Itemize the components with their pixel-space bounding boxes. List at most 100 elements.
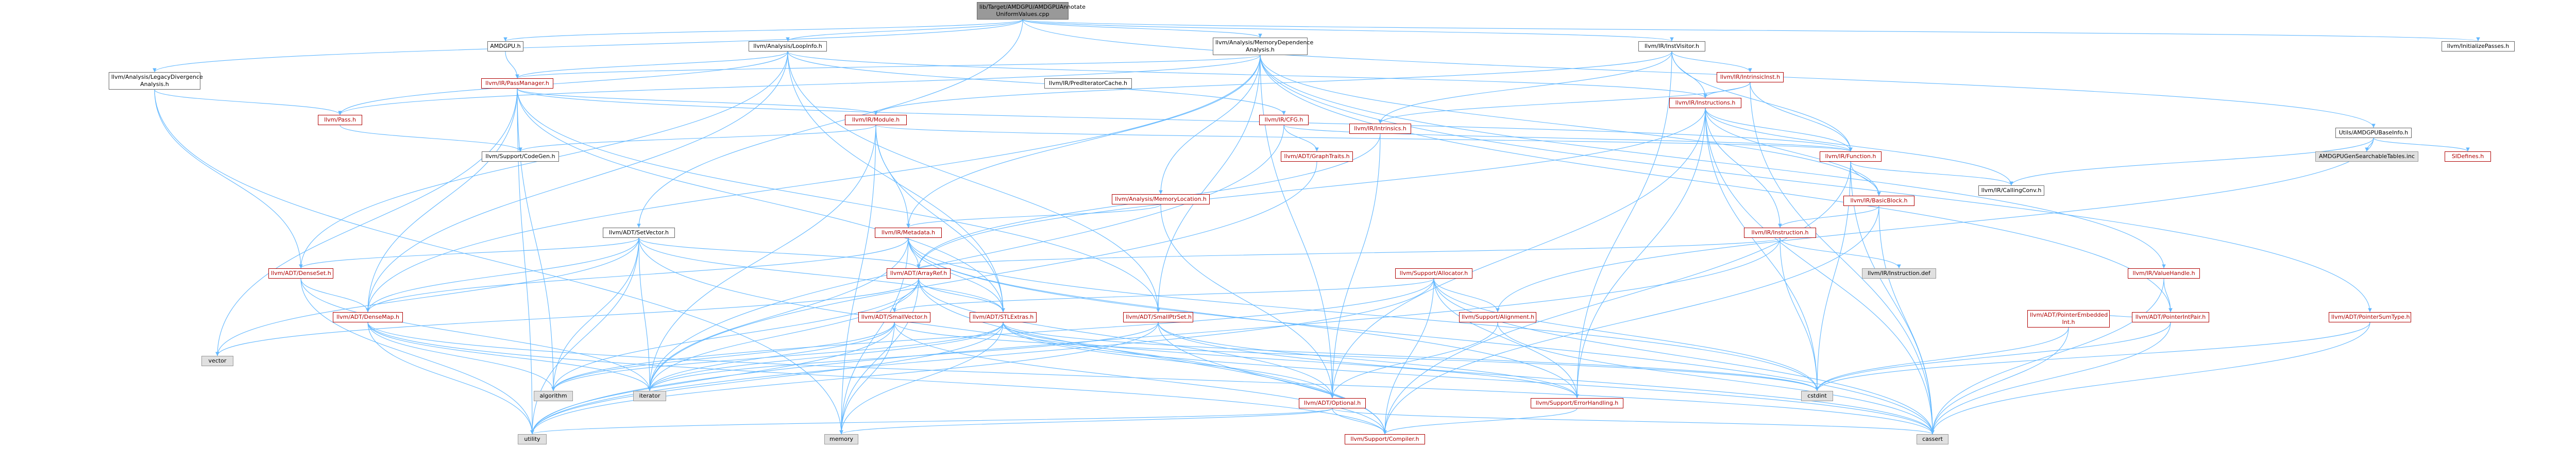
errorhandling-node[interactable]: llvm/Support/ErrorHandling.h — [1531, 398, 1623, 408]
edge-smallptrset-node-to-iterator-node — [648, 322, 1159, 391]
pass-h-node[interactable]: llvm/Pass.h — [318, 115, 362, 125]
arrayref-node[interactable]: llvm/ADT/ArrayRef.h — [887, 268, 951, 279]
edge-metadata-node-to-cstdint-node — [908, 237, 1819, 391]
edge-module-node-to-function-node — [875, 125, 1853, 152]
edge-instruction-node-to-instruction-def-node — [1780, 237, 1901, 269]
searchable-tables-node[interactable]: AMDGPUGenSearchableTables.inc — [2315, 151, 2418, 162]
edge-passmanager-node-to-algorithm-node — [517, 88, 555, 391]
edge-setvector-node-to-denseset-node — [299, 237, 639, 269]
edge-optional-node-to-utility-node — [530, 408, 1333, 435]
cstdint-node[interactable]: cstdint — [1801, 391, 1833, 401]
edge-passmanager-node-to-utility-node — [517, 88, 534, 435]
instvisitor-node[interactable]: llvm/IR/InstVisitor.h — [1638, 41, 1705, 51]
iterator-node[interactable]: iterator — [633, 391, 666, 401]
cfg-node[interactable]: llvm/IR/CFG.h — [1259, 115, 1309, 125]
initpasses-node[interactable]: llvm/InitializePasses.h — [2442, 41, 2515, 51]
instruction-node[interactable]: llvm/IR/Instruction.h — [1744, 228, 1816, 238]
graphtraits-node[interactable]: llvm/ADT/GraphTraits.h — [1281, 151, 1353, 162]
prediteratorcache-node[interactable]: llvm/IR/PredIteratorCache.h — [1044, 78, 1132, 89]
amdgpu-h-node[interactable]: AMDGPU.h — [487, 41, 523, 51]
edge-root-file-node-to-instvisitor-node — [1022, 19, 1674, 42]
vector-node[interactable]: vector — [201, 356, 233, 366]
root-file-node[interactable]: lib/Target/AMDGPU/AMDGPUAnnotate Uniform… — [977, 2, 1086, 20]
edge-stlextras-node-to-errorhandling-node — [1003, 322, 1579, 399]
cassert-node[interactable]: cassert — [1917, 434, 1948, 444]
edge-memorylocation-node-to-optional-node — [1160, 204, 1334, 399]
utility-node[interactable]: utility — [518, 434, 547, 444]
basicblock-node[interactable]: llvm/IR/BasicBlock.h — [1843, 196, 1914, 206]
sidefines-node[interactable]: SIDefines.h — [2445, 151, 2491, 162]
edge-instructions-node-to-errorhandling-node — [1575, 108, 1706, 399]
edge-memdep-node-to-memorylocation-node — [1159, 55, 1261, 195]
edge-densemap-node-to-algorithm-node — [367, 322, 555, 391]
edge-valuehandle-node-to-pointerintpair-node — [2163, 278, 2173, 313]
edge-passmanager-node-to-densemap-node — [366, 88, 518, 313]
edge-instvisitor-node-to-errorhandling-node — [1575, 51, 1672, 399]
edge-denseset-node-to-utility-node — [300, 278, 534, 435]
edge-loopinfo-node-to-cfg-node — [787, 51, 1286, 115]
edge-setvector-node-to-vector-node — [215, 237, 639, 356]
edge-root-file-node-to-amdgpu-h-node — [503, 19, 1023, 42]
edge-setvector-node-to-algorithm-node — [551, 237, 639, 391]
pointersumtype-node[interactable]: llvm/ADT/PointerSumType.h — [2329, 312, 2411, 322]
edge-passmanager-node-to-module-node — [517, 88, 878, 115]
amdgpubaseinfo-node[interactable]: Utils/AMDGPUBaseInfo.h — [2335, 128, 2412, 138]
edge-cfg-node-to-function-node — [1283, 125, 1853, 152]
edge-allocator-node-to-utility-node — [530, 278, 1434, 435]
edge-smallvector-node-to-utility-node — [530, 322, 895, 435]
edge-valuehandle-node-to-cassert-node — [1930, 278, 2164, 435]
smallvector-node[interactable]: llvm/ADT/SmallVector.h — [858, 312, 930, 322]
edge-passmanager-node-to-stlextras-node — [517, 88, 1005, 313]
function-node[interactable]: llvm/IR/Function.h — [1820, 151, 1882, 162]
allocator-node[interactable]: llvm/Support/Allocator.h — [1395, 268, 1472, 279]
compiler-node[interactable]: llvm/Support/Compiler.h — [1345, 434, 1425, 444]
alignment-node[interactable]: llvm/Support/Alignment.h — [1459, 312, 1536, 322]
codegen-node[interactable]: llvm/Support/CodeGen.h — [482, 151, 559, 162]
edge-root-file-node-to-legacydiv-node — [152, 19, 1023, 73]
denseset-node[interactable]: llvm/ADT/DenseSet.h — [268, 268, 333, 279]
edge-arrayref-node-to-iterator-node — [648, 278, 919, 391]
intrinsicinst-node[interactable]: llvm/IR/IntrinsicInst.h — [1717, 72, 1784, 82]
valuehandle-node[interactable]: llvm/IR/ValueHandle.h — [2128, 268, 2200, 279]
edge-memdep-node-to-smallptrset-node — [1156, 55, 1261, 313]
edge-basicblock-node-to-compiler-node — [1383, 205, 1879, 435]
loopinfo-node[interactable]: llvm/Analysis/LoopInfo.h — [749, 41, 827, 51]
edge-amdgpubaseinfo-node-to-callingconv-node — [2009, 138, 2374, 186]
passmanager-node[interactable]: llvm/IR/PassManager.h — [481, 78, 553, 89]
edge-memdep-node-to-pass-h-node — [338, 55, 1261, 115]
stlextras-node[interactable]: llvm/ADT/STLExtras.h — [970, 312, 1037, 322]
pointerintpair-node[interactable]: llvm/ADT/PointerIntPair.h — [2132, 312, 2209, 322]
instruction-def-node[interactable]: llvm/IR/Instruction.def — [1862, 268, 1936, 279]
edge-instvisitor-node-to-function-node — [1671, 51, 1853, 152]
edge-smallvector-node-to-cstdint-node — [894, 322, 1819, 391]
edge-intrinsicinst-node-to-intrinsics-node — [1378, 82, 1751, 124]
module-node[interactable]: llvm/IR/Module.h — [845, 115, 907, 125]
callingconv-node[interactable]: llvm/IR/CallingConv.h — [1978, 185, 2044, 196]
intrinsics-node[interactable]: llvm/IR/Intrinsics.h — [1349, 124, 1411, 134]
edge-memorylocation-node-to-metadata-node — [906, 204, 1161, 228]
edge-loopinfo-node-to-smallptrset-node — [787, 51, 1160, 313]
edge-basicblock-node-to-cassert-node — [1878, 205, 1935, 435]
edge-arrayref-node-to-vector-node — [215, 278, 919, 356]
edge-arrayref-node-to-optional-node — [918, 278, 1334, 399]
densemap-node[interactable]: llvm/ADT/DenseMap.h — [333, 312, 403, 322]
metadata-node[interactable]: llvm/IR/Metadata.h — [875, 228, 942, 238]
memory-node[interactable]: memory — [824, 434, 858, 444]
edge-root-file-node-to-setvector-node — [637, 19, 1023, 228]
memorylocation-node[interactable]: llvm/Analysis/MemoryLocation.h — [1112, 194, 1210, 204]
edge-pointersumtype-node-to-cassert-node — [1930, 322, 2370, 435]
edge-allocator-node-to-errorhandling-node — [1433, 278, 1579, 399]
edge-instructions-node-to-arrayref-node — [917, 108, 1706, 269]
edge-optional-node-to-compiler-node — [1332, 408, 1387, 435]
instructions-node[interactable]: llvm/IR/Instructions.h — [1669, 98, 1741, 108]
setvector-node[interactable]: llvm/ADT/SetVector.h — [603, 228, 675, 238]
edge-memdep-node-to-densemap-node — [366, 55, 1261, 313]
optional-node[interactable]: llvm/ADT/Optional.h — [1299, 398, 1366, 408]
smallptrset-node[interactable]: llvm/ADT/SmallPtrSet.h — [1123, 312, 1193, 322]
edge-module-node-to-memory-node — [839, 125, 876, 435]
algorithm-node[interactable]: algorithm — [534, 391, 573, 401]
edge-allocator-node-to-cstdint-node — [1433, 278, 1819, 391]
